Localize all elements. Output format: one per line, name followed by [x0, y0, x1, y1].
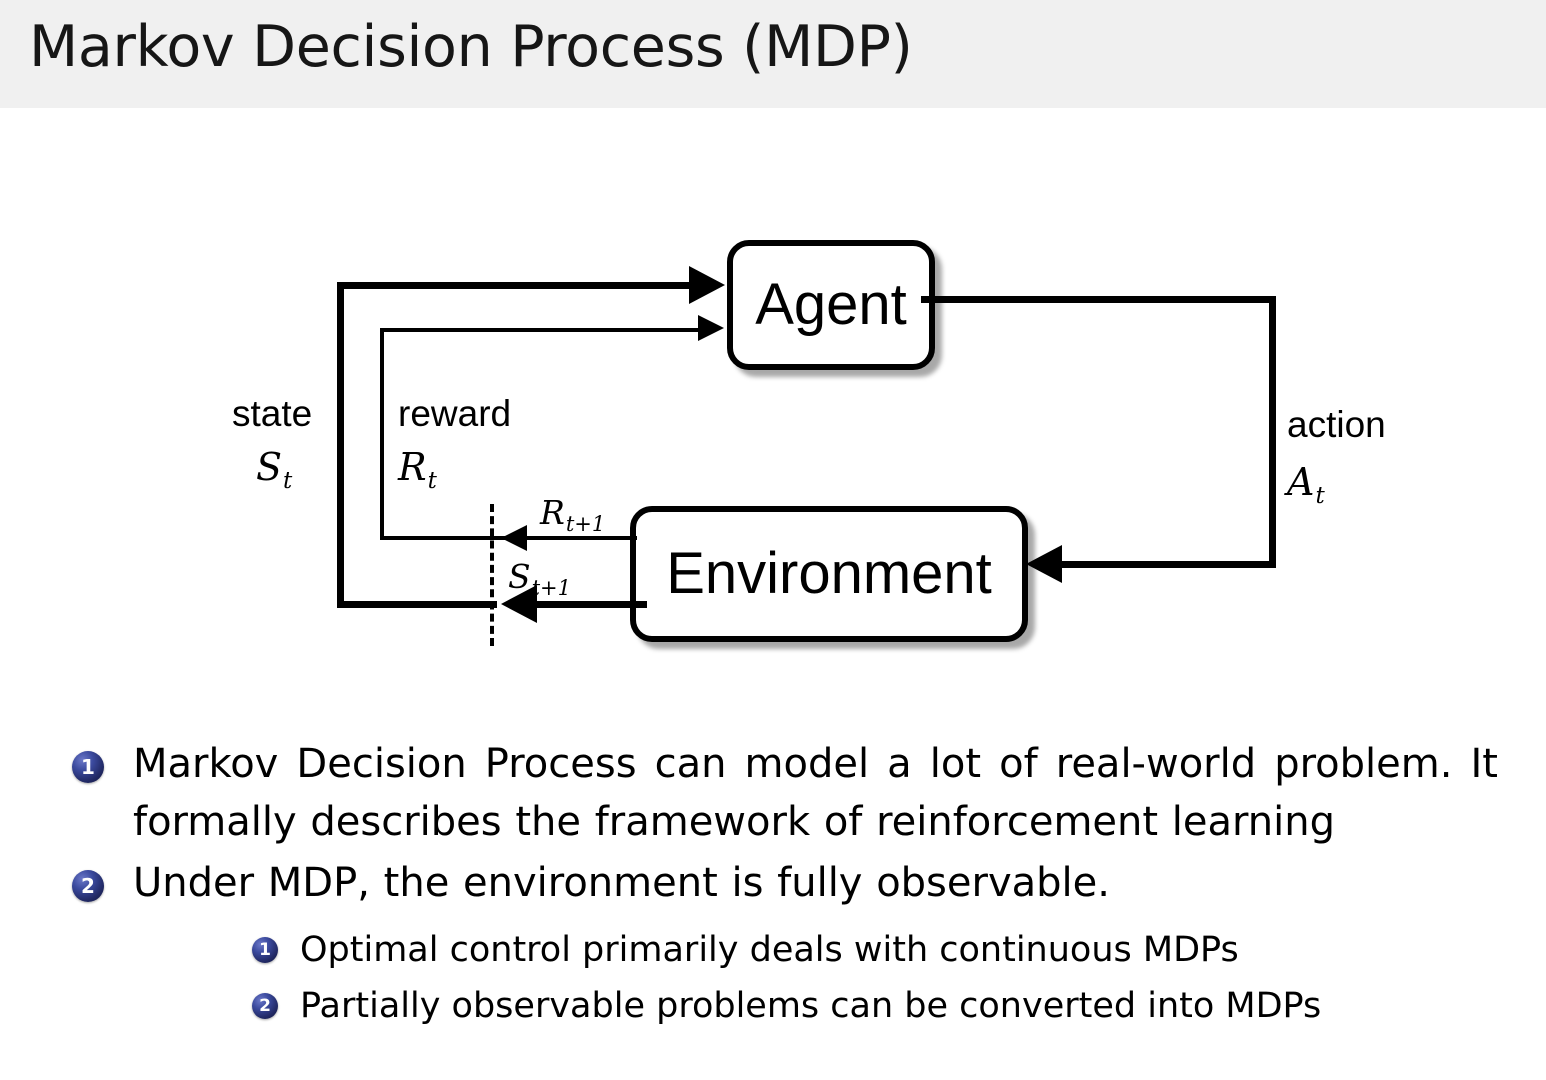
sub-list-item: 2 Partially observable problems can be c… [238, 982, 1546, 1032]
agent-node-label: Agent [755, 272, 907, 337]
reward-next-arrowhead [501, 525, 527, 551]
sub-list-item: 1 Optimal control primarily deals with c… [238, 926, 1546, 976]
reward-next-label: Rt+1 [540, 493, 606, 536]
state-next-label: St+1 [508, 557, 572, 600]
action-right-vertical-line [1269, 296, 1276, 568]
reward-loop-left-line [380, 328, 384, 540]
reward-loop-top-line [380, 328, 698, 332]
state-loop-bottom-line [337, 601, 497, 608]
bullet-list: 1 Markov Decision Process can model a lo… [0, 735, 1546, 1038]
reward-loop-bottom-line [380, 536, 505, 540]
reward-next-line [527, 536, 637, 540]
time-boundary-dashed-line [490, 504, 494, 646]
agent-node: Agent [727, 240, 935, 370]
state-label-symbol: St [256, 445, 293, 494]
mdp-agent-environment-diagram: Agent Environment state St reward Rt act… [0, 108, 1546, 708]
bullet-badge-2: 2 [72, 869, 104, 902]
state-next-arrowhead [501, 585, 537, 623]
list-item: 2 Under MDP, the environment is fully ob… [0, 854, 1546, 1032]
sub-bullet-badge-1: 1 [252, 937, 278, 964]
environment-node: Environment [630, 506, 1028, 642]
sub-bullet-text-2: Partially observable problems can be con… [300, 985, 1322, 1026]
list-item: 1 Markov Decision Process can model a lo… [0, 735, 1546, 852]
action-into-environment-arrowhead [1026, 545, 1062, 583]
action-label-symbol: At [1287, 460, 1325, 509]
reward-label-word: reward [398, 393, 512, 434]
reward-into-agent-arrowhead [698, 315, 724, 341]
sub-bullet-badge-2: 2 [252, 992, 278, 1019]
state-into-agent-arrowhead [689, 266, 725, 304]
sub-bullet-text-1: Optimal control primarily deals with con… [300, 930, 1239, 971]
slide-header-bar: Markov Decision Process (MDP) [0, 0, 1546, 108]
action-label-word: action [1287, 404, 1386, 445]
state-loop-top-line [337, 282, 689, 289]
reward-label-symbol: Rt [398, 445, 437, 494]
state-next-line [537, 601, 647, 608]
action-from-agent-line [921, 296, 1276, 303]
state-loop-left-line [337, 282, 344, 608]
page-title: Markov Decision Process (MDP) [29, 14, 913, 80]
sub-bullet-list: 1 Optimal control primarily deals with c… [133, 926, 1546, 1031]
bullet-badge-1: 1 [72, 751, 104, 783]
action-into-environment-line [1062, 561, 1274, 568]
state-label-word: state [232, 393, 313, 434]
bullet-text-1: Markov Decision Process can model a lot … [133, 741, 1498, 846]
environment-node-label: Environment [666, 541, 992, 606]
bullet-text-2: Under MDP, the environment is fully obse… [133, 859, 1110, 906]
